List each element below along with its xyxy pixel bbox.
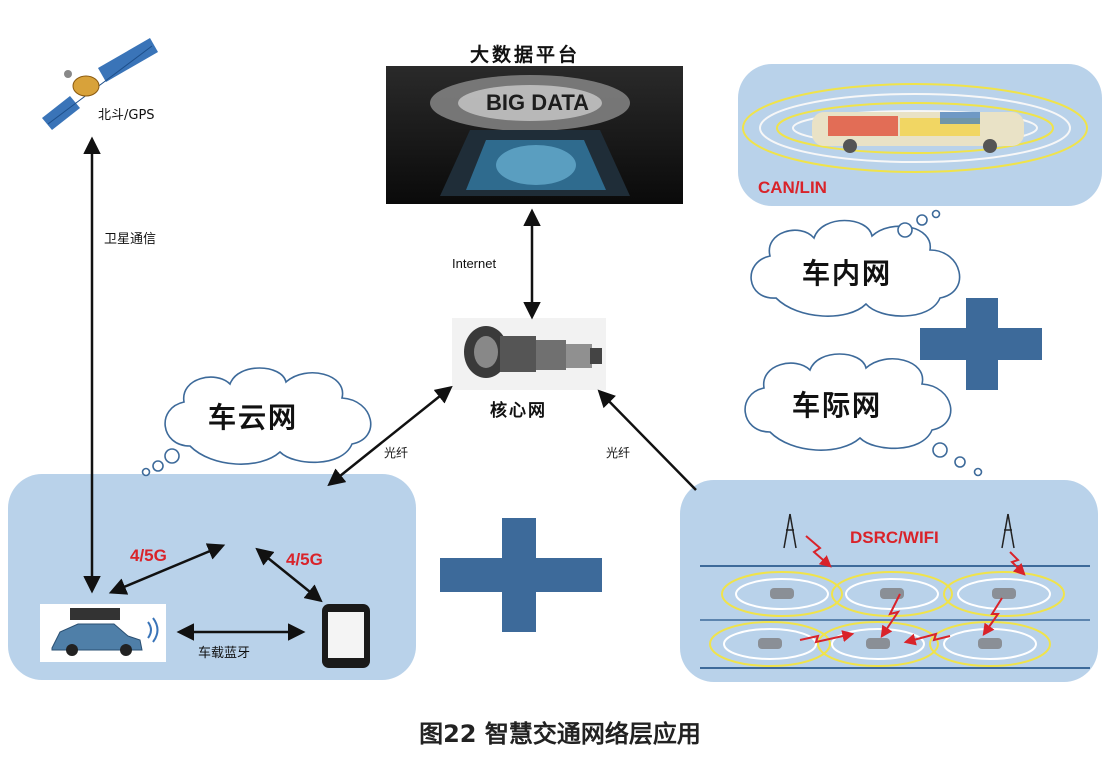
plus-icon-left — [440, 518, 602, 632]
cell-right-label: 4/5G — [286, 550, 323, 569]
v2c-network-label: 车云网 — [208, 401, 299, 434]
v2x-radio-label: DSRC/WIFI — [850, 528, 939, 547]
bluetooth-label: 车载蓝牙 — [198, 646, 251, 661]
satellite-icon — [42, 38, 158, 130]
fiber-left-arrow — [327, 385, 453, 487]
satellite-label: 北斗/GPS — [98, 108, 155, 123]
core-network-label: 核心网 — [490, 401, 547, 421]
internet-label: Internet — [452, 256, 497, 271]
fiber-right-arrow — [597, 389, 697, 491]
plus-icon-right — [920, 298, 1042, 390]
core-network-image — [452, 318, 606, 390]
connected-car-icon — [40, 604, 166, 662]
figure-caption: 图22 智慧交通网络层应用 — [419, 720, 701, 748]
cell-right-arrow — [255, 547, 323, 603]
bigdata-screen-text: BIG DATA — [486, 90, 590, 115]
v2x-network-label: 车际网 — [792, 389, 883, 422]
v2c-cloud-shape — [141, 367, 372, 477]
smartphone-icon — [322, 604, 370, 668]
fiber-right-label: 光纤 — [606, 446, 631, 460]
cell-left-label: 4/5G — [130, 546, 167, 565]
satellite-comm-label: 卫星通信 — [104, 232, 157, 247]
tower-icon-left — [783, 513, 797, 549]
incar-bus-label: CAN/LIN — [758, 178, 827, 197]
incar-cloud-shape — [750, 209, 961, 317]
bigdata-platform-image — [386, 66, 683, 204]
bigdata-title: 大数据平台 — [470, 44, 581, 66]
tower-icon-right — [1001, 513, 1015, 549]
v2x-scene — [700, 513, 1090, 669]
cell-left-arrow — [108, 543, 226, 595]
car-bus-image — [742, 83, 1088, 173]
incar-network-label: 车内网 — [802, 257, 893, 290]
v2x-cloud-shape — [744, 353, 983, 477]
fiber-left-label: 光纤 — [384, 446, 409, 460]
